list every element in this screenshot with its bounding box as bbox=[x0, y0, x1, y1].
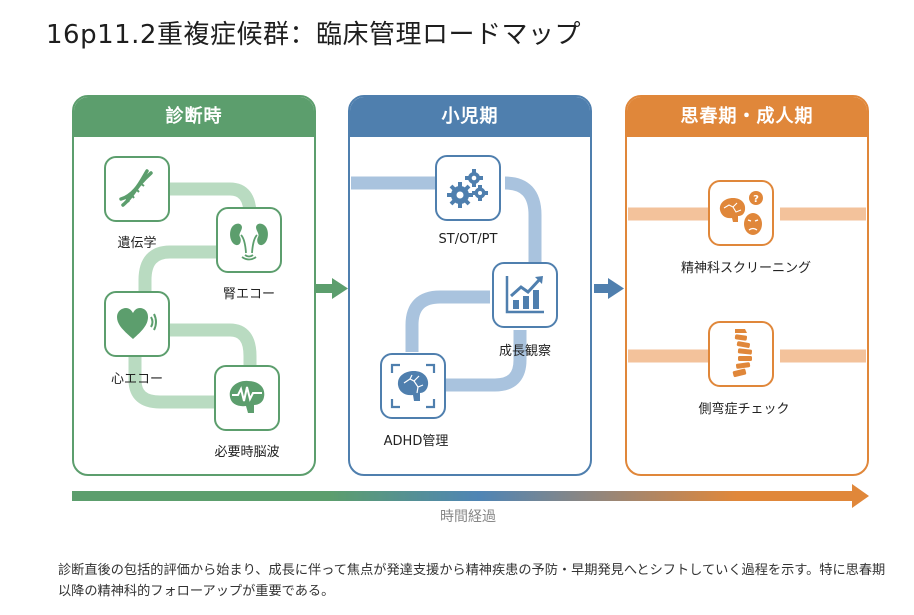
node-growth bbox=[492, 262, 558, 328]
svg-text:?: ? bbox=[753, 194, 759, 205]
brain-eeg-icon bbox=[229, 380, 265, 413]
arrow-childhood-to-adolescence bbox=[594, 278, 624, 299]
node-heart-echo bbox=[104, 291, 170, 357]
node-eeg bbox=[214, 365, 280, 431]
label-therapy: ST/OT/PT bbox=[438, 232, 498, 247]
timeline-label: 時間経過 bbox=[440, 509, 496, 525]
label-growth: 成長観察 bbox=[498, 344, 552, 359]
growth-chart-icon bbox=[505, 276, 544, 314]
gears-icon bbox=[447, 169, 488, 208]
phase-header-childhood: 小児期 bbox=[350, 97, 590, 137]
label-kidney-echo: 腎エコー bbox=[222, 287, 276, 302]
label-heart-echo: 心エコー bbox=[110, 372, 164, 387]
phase-header-diagnosis: 診断時 bbox=[74, 97, 314, 137]
label-scoliosis: 側弯症チェック bbox=[698, 402, 790, 417]
node-scoliosis bbox=[708, 321, 774, 387]
arrow-diagnosis-to-childhood bbox=[316, 278, 348, 299]
phase-panel-adolescence: 思春期・成人期 bbox=[625, 95, 869, 476]
caption: 診断直後の包括的評価から始まり、成長に伴って焦点が発達支援から精神疾患の予防・早… bbox=[58, 563, 886, 599]
timeline-arrow bbox=[72, 484, 869, 508]
brain-mood-icon: ? bbox=[719, 191, 763, 235]
label-eeg: 必要時脳波 bbox=[214, 445, 280, 460]
spine-icon bbox=[732, 329, 753, 378]
node-adhd bbox=[380, 353, 446, 419]
node-psych-screening: ? bbox=[708, 180, 774, 246]
childhood-track bbox=[351, 176, 542, 392]
label-genetics: 遺伝学 bbox=[117, 236, 157, 251]
kidney-ultrasound-icon bbox=[230, 223, 268, 261]
phase-header-adolescence: 思春期・成人期 bbox=[627, 97, 867, 137]
label-psych-screening: 精神科スクリーニング bbox=[680, 261, 812, 276]
adolescence-track bbox=[628, 207, 866, 363]
heart-echo-icon bbox=[117, 308, 157, 339]
label-adhd: ADHD管理 bbox=[383, 434, 449, 449]
brain-scan-icon bbox=[390, 363, 436, 409]
dna-icon bbox=[119, 169, 153, 207]
node-therapy bbox=[435, 155, 501, 221]
node-genetics bbox=[104, 156, 170, 222]
node-kidney-echo bbox=[216, 207, 282, 273]
page-title: 16p11.2重複症候群：臨床管理ロードマップ bbox=[46, 20, 581, 50]
